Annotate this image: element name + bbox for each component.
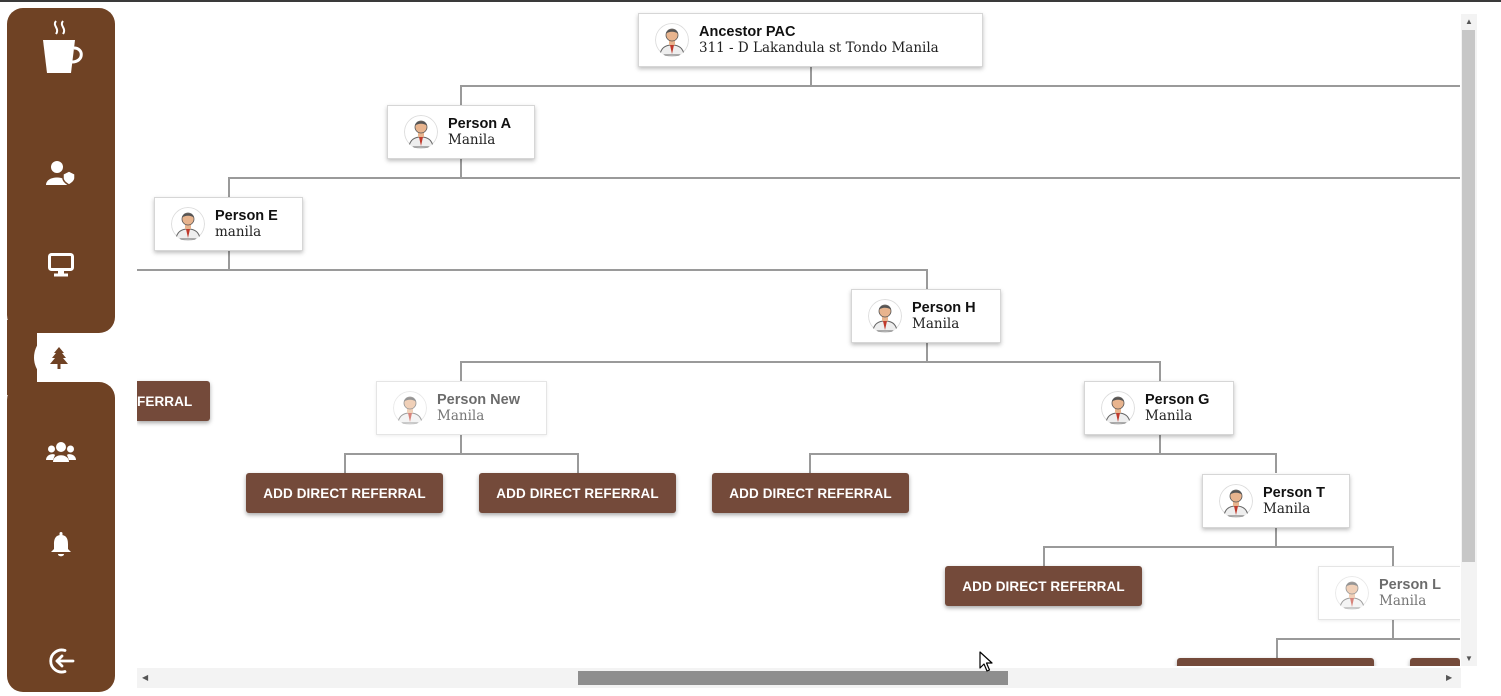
scroll-right-arrow-icon[interactable]: ▶ (1446, 673, 1453, 682)
connector (344, 453, 578, 455)
connector (1159, 361, 1161, 381)
person-avatar-icon (171, 207, 205, 241)
node-name: Person H (912, 300, 976, 316)
users-group-icon[interactable] (44, 438, 78, 466)
connector (460, 361, 462, 381)
connector (1276, 638, 1278, 658)
tree-node-person-l[interactable]: Person L Manila (1318, 566, 1460, 620)
node-address: 311 - D Lakandula st Tondo Manila (699, 40, 939, 56)
node-address: Manila (437, 408, 485, 424)
connector (809, 453, 1276, 455)
connector (460, 361, 1160, 363)
connector (460, 159, 462, 178)
connector (228, 177, 230, 197)
add-direct-referral-button[interactable]: ADD DIRECT REFERRAL (479, 473, 676, 513)
person-avatar-icon (1219, 484, 1253, 518)
node-address: Manila (448, 132, 496, 148)
add-direct-referral-button[interactable] (1410, 658, 1460, 666)
add-direct-referral-button[interactable]: ADD DIRECT REFERRAL (246, 473, 443, 513)
horizontal-scrollbar-thumb[interactable] (578, 671, 1008, 685)
node-name: Person L (1379, 577, 1442, 593)
tree-node-person-h[interactable]: Person H Manila (851, 289, 1001, 343)
connector (1392, 546, 1394, 566)
node-address: Manila (912, 316, 960, 332)
connector (1159, 435, 1161, 454)
connector (1392, 620, 1394, 639)
connector (1275, 453, 1277, 473)
node-name: Ancestor PAC (699, 24, 796, 40)
vertical-scrollbar-thumb[interactable] (1462, 30, 1475, 562)
add-direct-referral-button[interactable]: ADD DIRECT REFERRAL (945, 566, 1142, 606)
node-address: Manila (1263, 501, 1311, 517)
node-address: Manila (1145, 408, 1193, 424)
bell-icon[interactable] (47, 530, 75, 560)
user-shield-icon[interactable] (45, 158, 77, 188)
node-name: Person T (1263, 485, 1326, 501)
scroll-left-arrow-icon[interactable]: ◀ (142, 673, 149, 682)
tree-node-person-new[interactable]: Person New Manila (376, 381, 547, 435)
node-name: Person E (215, 208, 278, 224)
connector (1275, 528, 1277, 547)
connector (577, 453, 579, 473)
connector (460, 85, 462, 105)
node-name: Person A (448, 116, 512, 132)
person-avatar-icon (404, 115, 438, 149)
connector (228, 251, 230, 270)
tree-node-person-g[interactable]: Person G Manila (1084, 381, 1234, 435)
add-direct-referral-button[interactable]: ADD DIRECT REFERRAL (712, 473, 909, 513)
connector (926, 343, 928, 362)
add-direct-referral-button[interactable]: FERRAL (137, 381, 210, 421)
connector (1276, 638, 1460, 640)
node-name: Person New (437, 392, 520, 408)
mouse-cursor-icon (979, 651, 993, 678)
logout-icon[interactable] (44, 645, 78, 677)
person-avatar-icon (655, 23, 689, 57)
add-direct-referral-button[interactable] (1177, 658, 1374, 666)
coffee-cup-logo-icon[interactable] (38, 18, 84, 76)
person-avatar-icon (868, 299, 902, 333)
tree-node-person-e[interactable]: Person E manila (154, 197, 303, 251)
person-avatar-icon (1101, 391, 1135, 425)
tree-icon[interactable] (46, 345, 72, 371)
connector (460, 85, 1460, 87)
person-avatar-icon (393, 391, 427, 425)
node-address: Manila (1379, 593, 1427, 609)
connector (810, 67, 812, 86)
tree-node-ancestor[interactable]: Ancestor PAC 311 - D Lakandula st Tondo … (638, 13, 983, 67)
connector (344, 453, 346, 473)
connector (1043, 546, 1393, 548)
connector (1043, 546, 1045, 566)
monitor-icon[interactable] (45, 250, 77, 280)
referral-tree-canvas[interactable]: Ancestor PAC 311 - D Lakandula st Tondo … (137, 8, 1460, 666)
scroll-up-arrow-icon[interactable]: ▲ (1465, 17, 1473, 26)
connector (228, 177, 1460, 179)
node-name: Person G (1145, 392, 1210, 408)
window-top-border (0, 0, 1501, 2)
tree-node-person-t[interactable]: Person T Manila (1202, 474, 1350, 528)
person-avatar-icon (1335, 576, 1369, 610)
tree-node-person-a[interactable]: Person A Manila (387, 105, 535, 159)
scroll-down-arrow-icon[interactable]: ▼ (1465, 654, 1473, 663)
connector (137, 269, 927, 271)
connector (460, 435, 462, 454)
connector (809, 453, 811, 473)
node-address: manila (215, 224, 262, 240)
connector (926, 269, 928, 289)
